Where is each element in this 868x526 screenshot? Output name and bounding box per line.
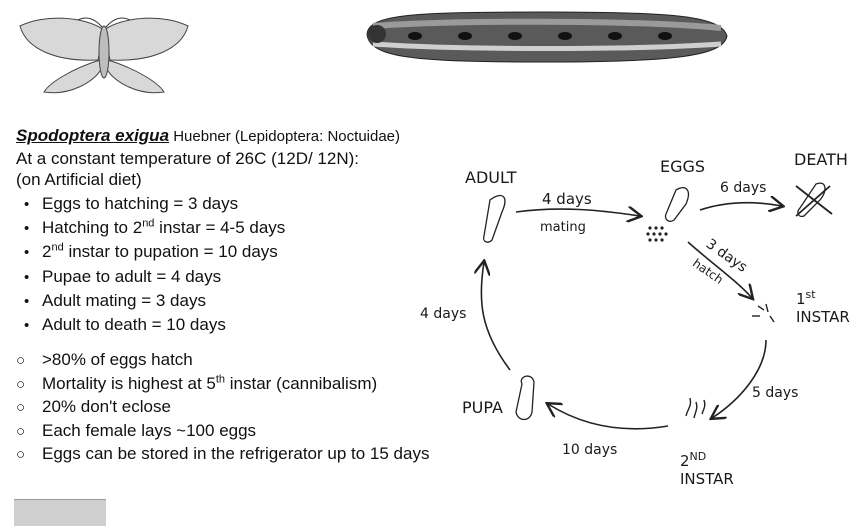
species-authority: Huebner (Lepidoptera: Noctuidae): [173, 128, 401, 145]
list-item: Eggs to hatching = 3 days: [24, 192, 285, 216]
arrow-adult-to-eggs: [515, 209, 640, 216]
egg-laying-moth-icon: [664, 187, 690, 222]
list-item: 2nd instar to pupation = 10 days: [24, 240, 285, 264]
notes-list: >80% of eggs hatch Mortality is highest …: [16, 349, 429, 467]
note-mating: mating: [540, 220, 586, 235]
duration-adult-to-eggs: 4 days: [542, 190, 592, 208]
species-heading: Spodoptera exigua Huebner (Lepidoptera: …: [16, 126, 400, 146]
list-item: 20% don't eclose: [16, 396, 429, 420]
list-item: Adult mating = 3 days: [24, 289, 285, 313]
duration-second-instar-to-pupa: 10 days: [562, 442, 618, 458]
list-item: Pupae to adult = 4 days: [24, 265, 285, 289]
caterpillar-illustration: [366, 11, 728, 63]
duration-eggs-to-death: 6 days: [720, 180, 767, 196]
pupa-icon: [515, 375, 535, 421]
list-item: Adult to death = 10 days: [24, 313, 285, 337]
list-item: Eggs can be stored in the refrigerator u…: [16, 443, 429, 467]
species-name: Spodoptera exigua: [16, 126, 170, 145]
conditions-line-1: At a constant temperature of 26C (12D/ 1…: [16, 149, 360, 168]
list-item: Hatching to 2nd instar = 4-5 days: [24, 216, 285, 240]
duration-pupa-to-adult: 4 days: [420, 306, 467, 322]
adult-moth-icon: [482, 194, 506, 243]
arrow-second-instar-to-pupa: [548, 404, 669, 430]
eggs-cluster-icon: [646, 226, 668, 242]
list-item: >80% of eggs hatch: [16, 349, 429, 373]
stage-eggs-label: EGGS: [660, 157, 706, 176]
thumbnail-illustration: [14, 499, 106, 526]
adult-moth-illustration: [19, 17, 189, 94]
arrow-eggs-to-first-instar: [687, 241, 752, 298]
stage-second-instar-label: 2ND INSTAR: [680, 450, 734, 488]
arrow-pupa-to-adult: [481, 262, 511, 371]
conditions-line-2: (on Artificial diet): [16, 170, 142, 189]
larvae-icon: [685, 303, 775, 419]
list-item: Mortality is highest at 5th instar (cann…: [16, 373, 429, 397]
stage-death-label: DEATH: [794, 150, 848, 169]
arrow-eggs-to-death: [699, 203, 782, 210]
duration-first-to-second-instar: 5 days: [752, 385, 799, 401]
stage-pupa-label: PUPA: [462, 398, 503, 417]
development-list: Eggs to hatching = 3 days Hatching to 2n…: [24, 192, 285, 337]
stage-adult-label: ADULT: [465, 168, 517, 187]
arrow-first-to-second-instar: [712, 339, 767, 418]
list-item: Each female lays ~100 eggs: [16, 420, 429, 444]
death-cross-icon: [795, 185, 833, 217]
stage-first-instar-label: 1st INSTAR: [796, 288, 850, 326]
